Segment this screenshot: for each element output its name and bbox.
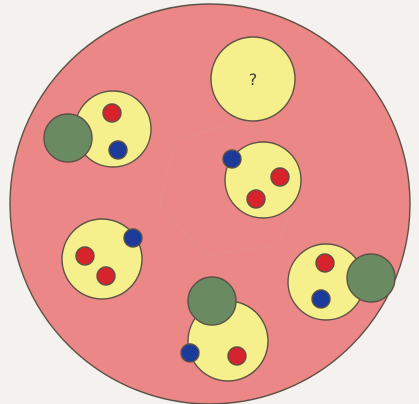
blue-ball — [124, 229, 142, 247]
question-mark-label: ? — [249, 70, 258, 89]
red-ball — [76, 247, 94, 265]
red-ball — [228, 347, 246, 365]
large-ball — [347, 254, 395, 302]
large-ball — [188, 277, 236, 325]
red-ball — [247, 190, 265, 208]
blue-ball — [109, 141, 127, 159]
mystery-cell: ? — [211, 37, 295, 121]
red-ball — [271, 168, 289, 186]
large-ball — [44, 114, 92, 162]
blue-ball — [312, 290, 330, 308]
red-ball — [103, 104, 121, 122]
blue-ball — [223, 150, 241, 168]
red-ball — [316, 254, 334, 272]
blue-ball — [181, 344, 199, 362]
cell-left-lower — [62, 219, 142, 299]
red-ball — [97, 267, 115, 285]
